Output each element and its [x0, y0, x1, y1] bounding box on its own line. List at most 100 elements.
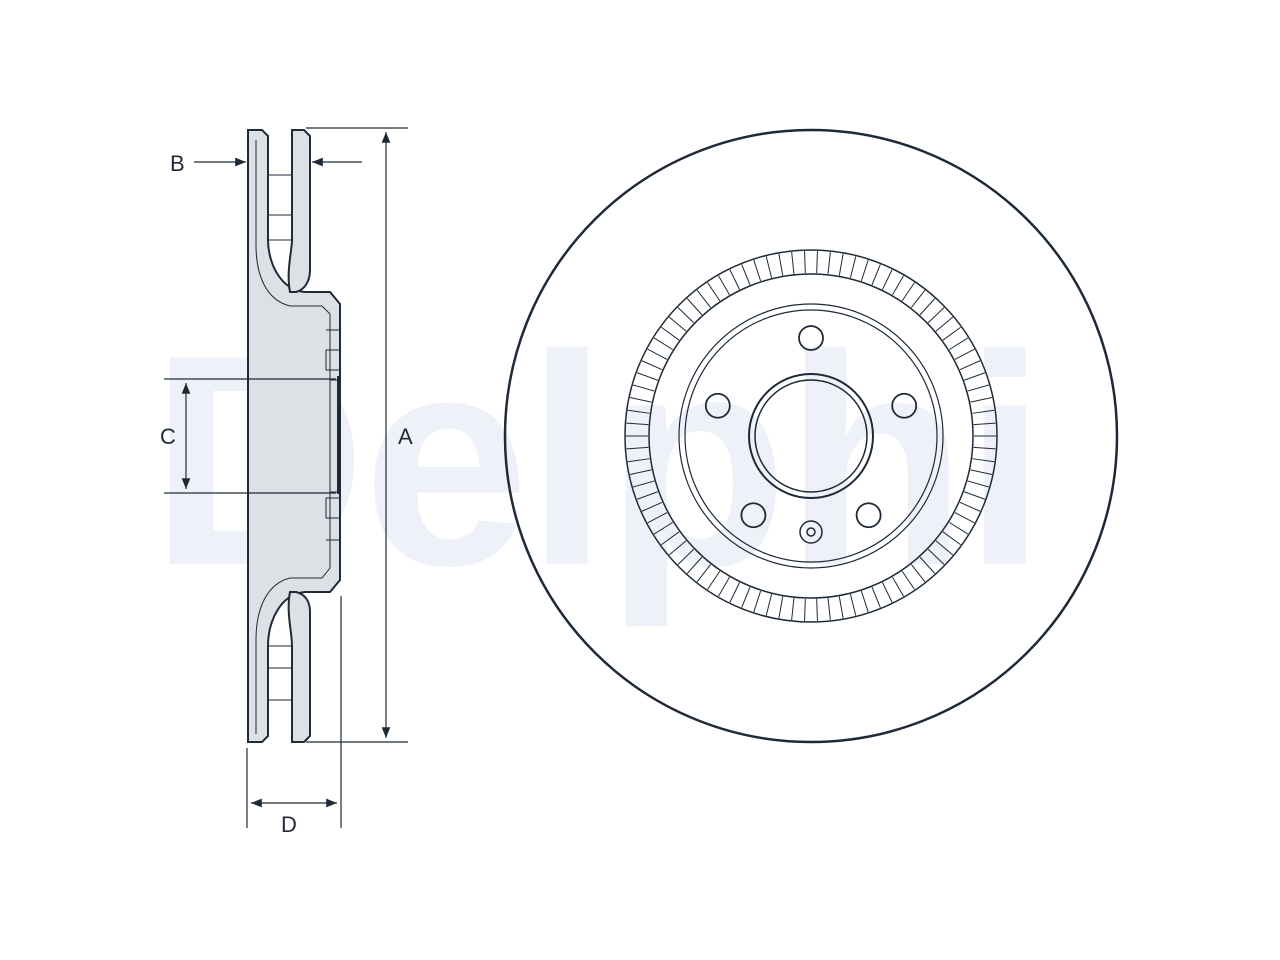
cooling-vent — [653, 521, 674, 535]
cooling-vent — [927, 307, 945, 324]
cooling-vent — [647, 348, 668, 360]
locator-hole-outer — [799, 520, 823, 544]
cooling-vent — [860, 590, 869, 613]
cooling-vent — [778, 596, 784, 619]
hub-inner — [684, 309, 938, 563]
cooling-vent — [765, 594, 773, 616]
cooling-vent — [919, 298, 936, 316]
bolt-holes — [704, 325, 918, 529]
cooling-vent — [942, 326, 961, 341]
cooling-vent — [653, 337, 674, 351]
cooling-vent — [838, 596, 844, 619]
hub-outer — [678, 303, 944, 569]
cooling-vent — [959, 501, 981, 512]
cooling-vent — [626, 422, 649, 426]
cooling-vent — [973, 446, 996, 450]
cooling-vent — [910, 564, 926, 583]
cooling-vent — [892, 275, 904, 296]
cooling-vent — [849, 594, 857, 616]
cooling-vent — [942, 531, 961, 546]
cooling-vent — [972, 409, 995, 414]
cooling-vent — [729, 582, 740, 603]
cooling-vent — [827, 251, 831, 274]
cooling-vent — [661, 531, 680, 546]
cooling-vent — [636, 372, 659, 381]
disc-outer-plate — [287, 129, 311, 293]
cooling-vent — [668, 316, 687, 332]
cooling-vent — [816, 251, 818, 274]
cooling-vent — [892, 576, 904, 597]
cooling-vent — [686, 298, 703, 316]
cooling-vent — [948, 337, 969, 351]
cooling-vent — [882, 269, 893, 290]
disc-outer-plate-lower — [287, 591, 311, 743]
cooling-vent — [627, 458, 650, 463]
bolt-hole — [704, 392, 731, 419]
cooling-vent — [633, 480, 655, 488]
disc-outer-edge — [503, 128, 1119, 744]
vent-ring-outer — [624, 249, 998, 623]
cooling-vent — [707, 570, 721, 590]
bolt-hole — [740, 502, 767, 529]
cooling-vent — [641, 360, 663, 371]
cooling-vent — [791, 598, 795, 621]
cooling-vent — [626, 446, 649, 450]
dim-b-label: B — [170, 151, 185, 176]
cooling-vent — [677, 548, 695, 565]
cooling-vent — [741, 586, 751, 608]
cooling-vent — [882, 582, 893, 603]
cooling-vent — [629, 397, 652, 403]
cooling-vent — [804, 251, 806, 274]
cooling-vent — [647, 512, 668, 524]
cooling-vent — [910, 289, 926, 308]
dim-a-label: A — [398, 424, 413, 449]
cooling-vent — [963, 491, 986, 500]
cooling-vent — [967, 480, 989, 488]
cooling-vent — [954, 348, 975, 360]
cooling-vent — [627, 409, 650, 414]
dim-d-label: D — [281, 812, 297, 837]
center-bore-inner — [754, 379, 868, 493]
cooling-vent — [901, 282, 915, 302]
cooling-vent — [963, 372, 986, 381]
cooling-vent — [973, 422, 996, 426]
cooling-vent — [718, 275, 730, 296]
cooling-vent — [696, 289, 712, 308]
cooling-vent — [948, 521, 969, 535]
cooling-vent — [927, 548, 945, 565]
bolt-hole — [798, 325, 824, 351]
cooling-vent — [804, 598, 806, 621]
front-view — [503, 128, 1119, 744]
cooling-vent — [753, 590, 762, 613]
dim-c-label: C — [160, 424, 176, 449]
cooling-vent — [718, 576, 730, 597]
cooling-vent — [816, 598, 818, 621]
cooling-vent — [629, 469, 652, 475]
vent-ring-inner — [648, 273, 974, 599]
bolt-hole — [855, 502, 882, 529]
bolt-hole — [891, 392, 918, 419]
cooling-vent — [753, 259, 762, 282]
cooling-vent — [959, 360, 981, 371]
cooling-vent — [919, 556, 936, 574]
cooling-vent — [827, 598, 831, 621]
cooling-vent — [935, 316, 954, 332]
cooling-vent — [871, 264, 881, 286]
side-view: B A C D — [160, 127, 413, 837]
cooling-vent — [972, 458, 995, 463]
locator-hole-inner — [806, 527, 816, 537]
cooling-vent — [935, 540, 954, 556]
center-bore-outer — [748, 373, 874, 499]
cooling-vents — [626, 251, 996, 621]
cooling-vent — [849, 256, 857, 278]
cooling-vent — [778, 253, 784, 276]
cooling-vent — [661, 326, 680, 341]
cooling-vent — [871, 586, 881, 608]
cooling-vent — [970, 397, 993, 403]
cooling-vent — [633, 384, 655, 392]
cooling-vent — [765, 256, 773, 278]
cooling-vent — [696, 564, 712, 583]
cooling-vent — [791, 251, 795, 274]
cooling-vent — [668, 540, 687, 556]
cooling-vent — [636, 491, 659, 500]
